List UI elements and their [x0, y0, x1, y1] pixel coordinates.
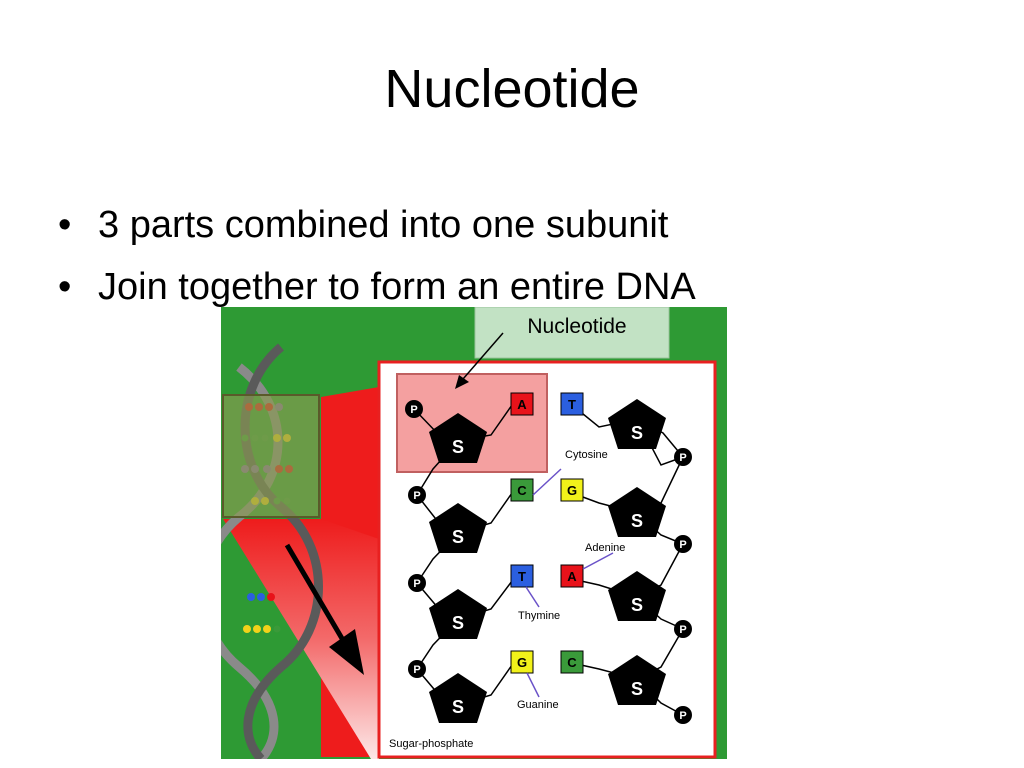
callout-lines	[525, 468, 614, 698]
svg-text:A: A	[567, 569, 577, 584]
svg-text:A: A	[517, 397, 527, 412]
base-guanine: G	[510, 650, 534, 674]
svg-text:G: G	[517, 655, 527, 670]
svg-text:S: S	[631, 679, 643, 699]
svg-text:P: P	[410, 404, 417, 416]
svg-text:S: S	[452, 613, 464, 633]
phosphate-group: P	[674, 535, 692, 553]
phosphate-group: P	[674, 620, 692, 638]
base-cytosine: C	[560, 650, 584, 674]
zoom-arrow	[284, 543, 364, 675]
sugar-phosphate-label: Sugar-phosphate	[389, 738, 473, 750]
svg-text:P: P	[413, 578, 420, 590]
svg-text:P: P	[679, 710, 686, 722]
svg-text:P: P	[679, 624, 686, 636]
base-cytosine: C	[510, 478, 534, 502]
adenine-label: Adenine	[585, 542, 625, 554]
base-adenine: A	[560, 564, 584, 588]
svg-text:S: S	[452, 527, 464, 547]
slide-title: Nucleotide	[384, 59, 640, 119]
base-thymine: T	[560, 392, 584, 416]
nucleotide-label-box	[474, 307, 670, 359]
sugar-pentagon: S	[429, 413, 487, 463]
right-strand: T S P G S P A S P C S P	[560, 392, 692, 724]
guanine-label: Guanine	[517, 699, 559, 711]
phosphate-group: P	[408, 574, 426, 592]
sugar-pentagon: S	[429, 503, 487, 553]
sugar-pentagon: S	[608, 655, 666, 705]
bullet-marker: •	[58, 204, 72, 246]
svg-text:T: T	[518, 569, 526, 584]
svg-text:P: P	[413, 490, 420, 502]
svg-text:S: S	[631, 511, 643, 531]
bullet-list: • 3 parts combined into one subunit • Join…	[58, 194, 696, 318]
sugar-pentagon: S	[429, 673, 487, 723]
base-adenine: A	[510, 392, 534, 416]
bullet-text: 3 parts combined into one subunit	[98, 204, 669, 246]
svg-text:G: G	[567, 483, 577, 498]
sugar-pentagon: S	[608, 487, 666, 537]
cytosine-label: Cytosine	[565, 449, 608, 461]
svg-text:S: S	[631, 423, 643, 443]
phosphate-group: P	[408, 486, 426, 504]
base-guanine: G	[560, 478, 584, 502]
svg-text:C: C	[567, 655, 577, 670]
base-thymine: T	[510, 564, 534, 588]
bullet-item: • Join together to form an entire DNA	[58, 256, 696, 318]
svg-text:T: T	[568, 397, 576, 412]
label-pointer-arrow	[455, 332, 504, 389]
phosphate-group: P	[405, 400, 423, 418]
nucleotide-diagram: Nucleotide P S A P S C P	[221, 307, 727, 759]
sugar-pentagon: S	[429, 589, 487, 639]
phosphate-group: P	[408, 660, 426, 678]
svg-text:S: S	[631, 595, 643, 615]
phosphate-group: P	[674, 448, 692, 466]
helix-selection-box	[222, 394, 320, 518]
svg-text:S: S	[452, 697, 464, 717]
svg-text:P: P	[679, 452, 686, 464]
left-strand: P S A P S C P S T P S G	[405, 392, 534, 723]
bullet-item: • 3 parts combined into one subunit	[58, 194, 696, 256]
svg-text:P: P	[413, 664, 420, 676]
svg-text:C: C	[517, 483, 527, 498]
thymine-label: Thymine	[518, 610, 560, 622]
sugar-pentagon: S	[608, 571, 666, 621]
bullet-marker: •	[58, 266, 72, 308]
svg-text:S: S	[452, 437, 464, 457]
svg-text:P: P	[679, 539, 686, 551]
bullet-text: Join together to form an entire DNA	[98, 266, 696, 308]
nucleotide-label: Nucleotide	[527, 315, 626, 338]
sugar-pentagon: S	[608, 399, 666, 449]
phosphate-group: P	[674, 706, 692, 724]
